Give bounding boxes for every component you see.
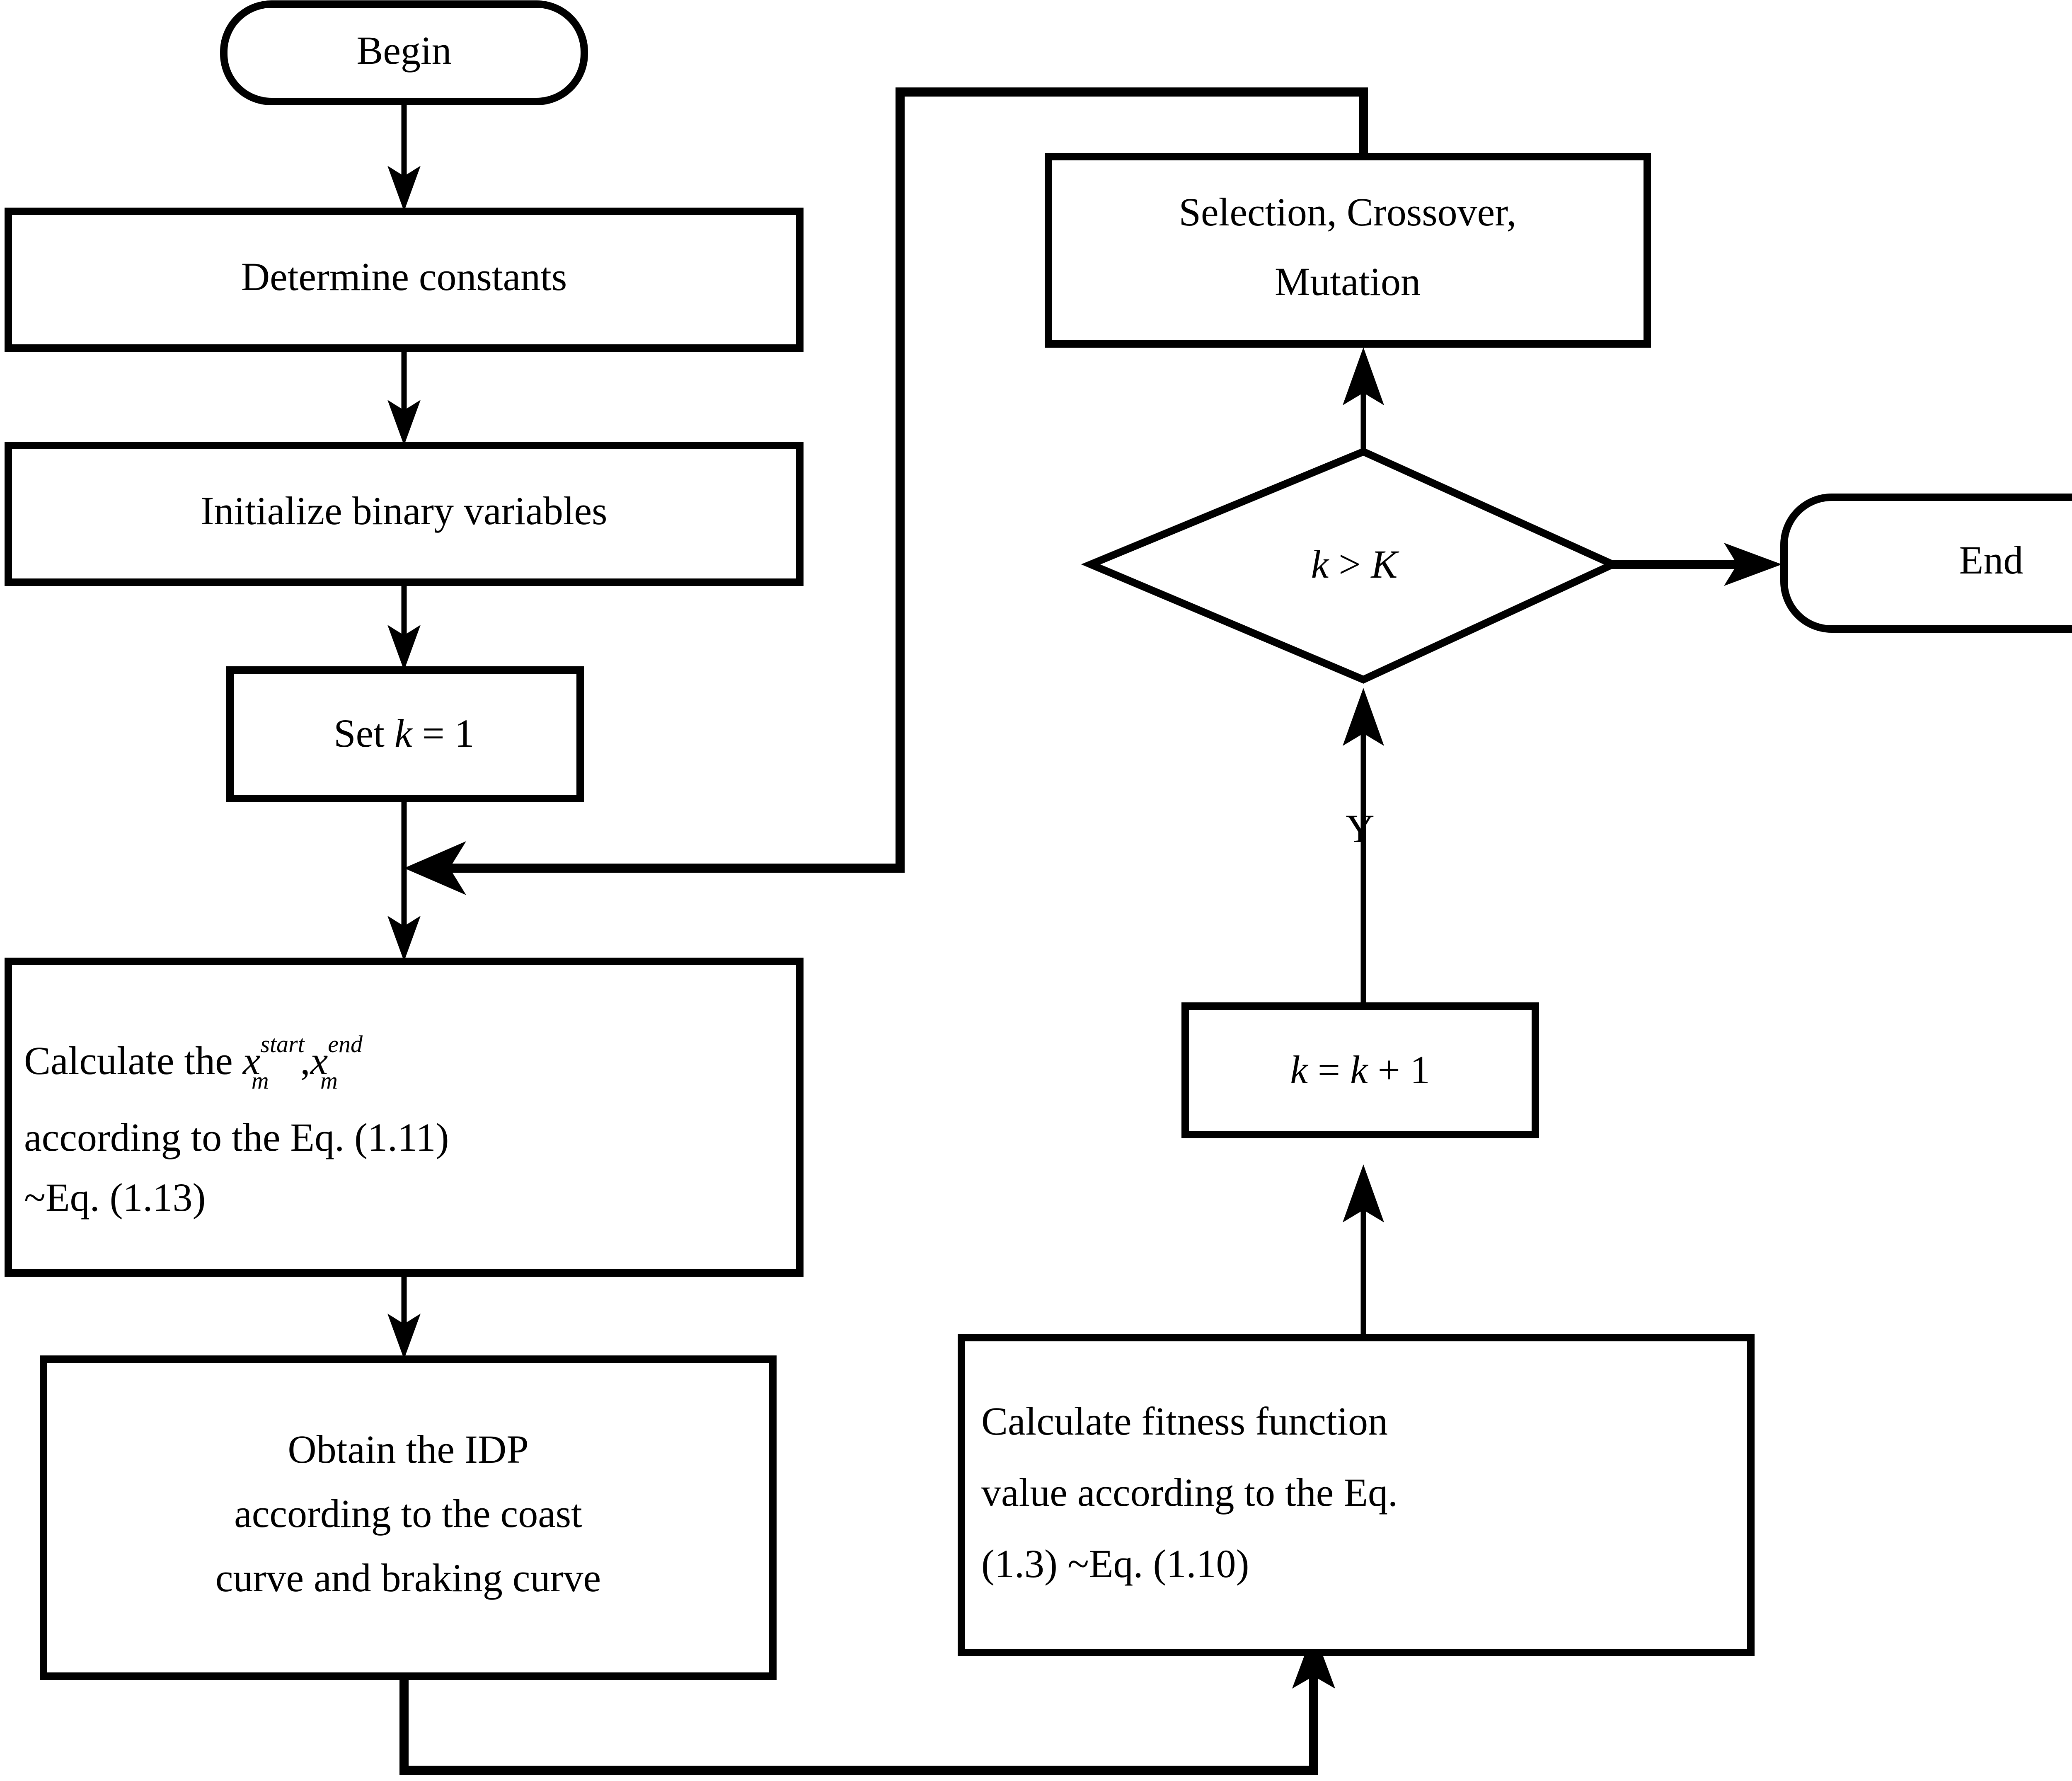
- node-begin[interactable]: Begin: [220, 0, 588, 105]
- selection-line-2: Mutation: [1275, 259, 1421, 304]
- node-calculate-fitness[interactable]: Calculate fitness function value accordi…: [958, 1334, 1755, 1656]
- edge-initialize-to-set-k: [387, 580, 421, 670]
- calculate-x-line-2: according to the Eq. (1.11): [24, 1115, 449, 1159]
- edge-decision-to-end: [1612, 543, 1782, 586]
- edge-decision-to-selection: [1343, 347, 1384, 456]
- calculate-x-var-1: x: [242, 1038, 261, 1083]
- decision-label: k > K: [1311, 542, 1400, 586]
- decision-operator: >: [1329, 542, 1371, 586]
- end-shape: [1780, 494, 2072, 633]
- obtain-idp-line-2: according to the coast: [234, 1491, 582, 1536]
- calculate-x-sub-2: m: [320, 1067, 338, 1094]
- edge-obtain-idp-to-calculate-fitness: [399, 1631, 1335, 1775]
- edge-determine-to-initialize: [387, 347, 421, 445]
- obtain-idp-line-1: Obtain the IDP: [288, 1427, 528, 1471]
- node-selection-crossover-mutation[interactable]: Selection, Crossover, Mutation: [1045, 153, 1651, 348]
- edge-calculate-fitness-to-increment-k: [1343, 1164, 1384, 1336]
- decision-var-2: K: [1370, 542, 1399, 586]
- edge-selection-to-calculate-x-loop: [404, 87, 1368, 895]
- set-k-rest: = 1: [412, 711, 474, 755]
- increment-k-equals: =: [1308, 1048, 1350, 1092]
- edge-increment-k-to-decision: [1343, 688, 1384, 1007]
- node-increment-k[interactable]: k = k + 1: [1181, 1002, 1539, 1138]
- obtain-idp-shape: [40, 1355, 777, 1680]
- edge-begin-to-determine-constants: [387, 101, 421, 211]
- calculate-x-prefix: Calculate the: [24, 1038, 243, 1083]
- node-obtain-idp[interactable]: Obtain the IDP according to the coast cu…: [40, 1355, 777, 1680]
- calculate-x-line-3: ~Eq. (1.13): [24, 1175, 206, 1220]
- decision-shape: [1081, 448, 1622, 684]
- selection-line-1: Selection, Crossover,: [1179, 190, 1517, 234]
- calculate-fitness-line-1: Calculate fitness function: [981, 1399, 1388, 1443]
- node-decision-k-gt-K[interactable]: k > K: [1081, 448, 1622, 684]
- increment-k-label: k = k + 1: [1290, 1048, 1430, 1092]
- obtain-idp-line-3: curve and braking curve: [215, 1556, 601, 1600]
- decision-var-1: k: [1311, 542, 1330, 586]
- edge-calculate-x-to-obtain-idp: [387, 1272, 421, 1359]
- selection-crossover-mutation-shape: [1045, 153, 1651, 348]
- calculate-fitness-shape: [958, 1334, 1755, 1656]
- set-k-shape: [226, 666, 584, 802]
- node-determine-constants[interactable]: Determine constants: [5, 208, 804, 352]
- edge-set-k-to-calculate-x: [387, 798, 421, 961]
- calculate-fitness-line-3: (1.3) ~Eq. (1.10): [981, 1541, 1249, 1586]
- increment-k-var-2: k: [1350, 1048, 1369, 1092]
- determine-constants-label: Determine constants: [241, 254, 567, 299]
- set-k-prefix: Set: [334, 711, 395, 755]
- calculate-x-sup-1: start: [260, 1031, 305, 1057]
- set-k-label: Set k = 1: [334, 711, 474, 755]
- calculate-fitness-line-2: value according to the Eq.: [981, 1470, 1398, 1515]
- calculate-x-shape: [5, 958, 804, 1277]
- calculate-x-separator: ,: [300, 1038, 310, 1083]
- end-label: End: [1959, 538, 2024, 582]
- calculate-x-var-2: x: [310, 1038, 328, 1083]
- edge-label-yes: Y: [1346, 806, 1374, 851]
- determine-constants-shape: [5, 208, 804, 352]
- calculate-x-sub-1: m: [252, 1067, 269, 1094]
- set-k-variable: k: [395, 711, 413, 755]
- node-initialize-binary-variables[interactable]: Initialize binary variables: [5, 442, 804, 586]
- calculate-x-sup-2: end: [328, 1031, 363, 1057]
- initialize-binary-variables-shape: [5, 442, 804, 586]
- node-set-k[interactable]: Set k = 1: [226, 666, 584, 802]
- increment-k-rest: + 1: [1368, 1048, 1430, 1092]
- node-end[interactable]: End: [1780, 494, 2072, 633]
- begin-label: Begin: [356, 28, 451, 73]
- increment-k-shape: [1181, 1002, 1539, 1138]
- begin-shape: [220, 0, 588, 105]
- increment-k-var-1: k: [1290, 1048, 1309, 1092]
- initialize-binary-variables-label: Initialize binary variables: [201, 489, 608, 533]
